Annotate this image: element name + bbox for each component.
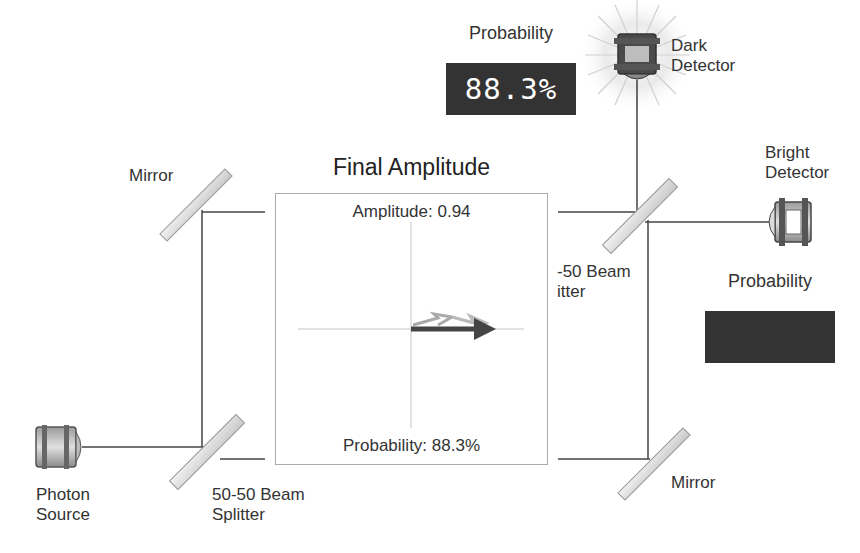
display-heading: Probability xyxy=(705,271,835,292)
probability-display: Probability xyxy=(705,311,835,363)
panel-value: Probability: 88.3% xyxy=(276,436,547,456)
dark-detector xyxy=(614,34,660,79)
display-screen: 88.3% xyxy=(446,63,576,115)
beam-splitter xyxy=(170,415,245,490)
splitter-label: 50-50 Beam Splitter xyxy=(212,485,322,526)
source-label: Photon Source xyxy=(36,485,112,526)
display-heading: Probability xyxy=(446,23,576,44)
amplitude-plot xyxy=(298,222,524,428)
beam-splitter xyxy=(603,179,678,254)
detector-label: Bright Detector xyxy=(765,143,855,184)
panel-value: Amplitude: 0.94 xyxy=(276,202,547,222)
detector-label: Dark Detector xyxy=(671,36,755,77)
bright-detector xyxy=(769,198,811,246)
amplitude-panel: Final AmplitudeAmplitude: 0.94Probabilit… xyxy=(275,193,548,465)
probability-display: 88.3%Probability xyxy=(446,63,576,115)
panel-title: Final Amplitude xyxy=(276,154,547,181)
mirror-label: Mirror xyxy=(671,473,751,493)
photon-source xyxy=(36,425,81,469)
display-screen xyxy=(705,311,835,363)
beam-path xyxy=(82,80,770,459)
mirror-label: Mirror xyxy=(129,166,209,186)
splitter-label: -50 Beam itter xyxy=(557,262,643,303)
display-value: 88.3% xyxy=(465,72,557,106)
